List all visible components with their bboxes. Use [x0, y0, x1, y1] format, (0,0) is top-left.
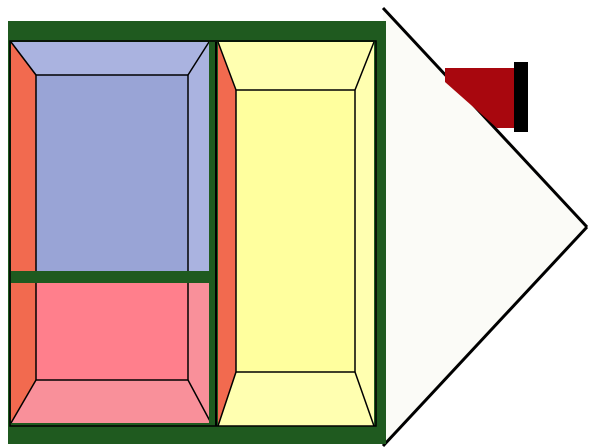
chimney-cap: [514, 62, 528, 132]
middle-shelf: [10, 271, 212, 282]
center-divider: [209, 40, 216, 426]
blue-room-wall-left: [11, 42, 36, 271]
yellow-room-floor: [236, 90, 355, 372]
blue-room-wall-right: [188, 42, 209, 271]
pink-room: [11, 283, 211, 423]
blue-room-floor: [36, 75, 188, 271]
pink-room-floor: [36, 283, 188, 380]
yellow-room: [218, 42, 374, 426]
yellow-room-wall-left: [218, 42, 236, 426]
blue-room: [11, 42, 209, 271]
